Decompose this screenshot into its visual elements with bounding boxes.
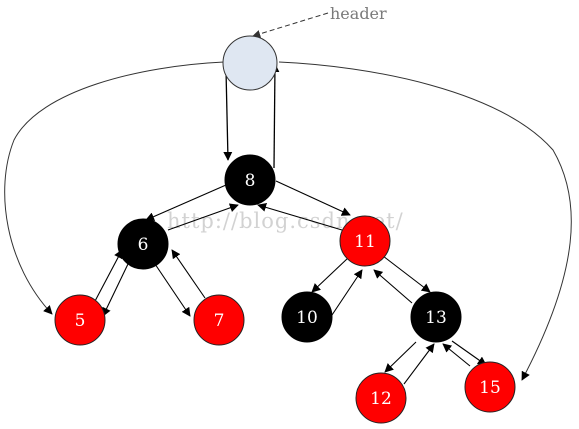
node-label: 12 [370,389,392,409]
edge-11-to-8 [257,202,343,231]
edge-6-to-5 [102,263,129,317]
edge-8-to-11 [275,180,351,216]
tree-node-10: 10 [281,291,333,343]
header-label: header [330,4,387,23]
node-label: 15 [479,378,501,398]
edge-13-to-12 [384,341,417,373]
edge-13-to-11 [373,269,413,304]
tree-node-15: 15 [464,361,516,413]
tree-node-7: 7 [193,294,245,346]
node-label: 10 [296,308,318,328]
node-label: 6 [138,235,149,255]
node-label: 11 [354,232,376,252]
tree-node-13: 13 [410,291,462,343]
edge-8-to-6 [145,184,227,221]
node-label: 5 [75,311,86,331]
tree-node-6: 6 [117,218,169,270]
edge-10-to-11 [329,269,363,319]
edge-11-to-13 [382,255,431,293]
header-to-rightmost-link [278,61,572,381]
node-label: 8 [245,171,256,191]
header-pointer-arrow [252,12,329,38]
root-to-header-link [270,63,280,169]
edge-12-to-13 [403,343,435,385]
header-node [222,35,278,91]
tree-node-8: 8 [224,154,276,206]
edge-6-to-8 [167,203,239,231]
edge-5-to-6 [93,249,123,304]
node-label: 7 [214,311,225,331]
tree-node-5: 5 [54,294,106,346]
edge-11-to-10 [311,257,349,293]
tree-node-11: 11 [339,215,391,267]
header-to-root-link [223,69,233,161]
edge-15-to-13 [442,343,471,367]
header-to-leftmost-link [4,61,225,315]
edge-6-to-7 [154,263,191,317]
edge-7-to-6 [171,249,206,299]
edge-13-to-15 [451,340,487,366]
node-label: 13 [425,308,447,328]
tree-node-12: 12 [355,372,407,424]
